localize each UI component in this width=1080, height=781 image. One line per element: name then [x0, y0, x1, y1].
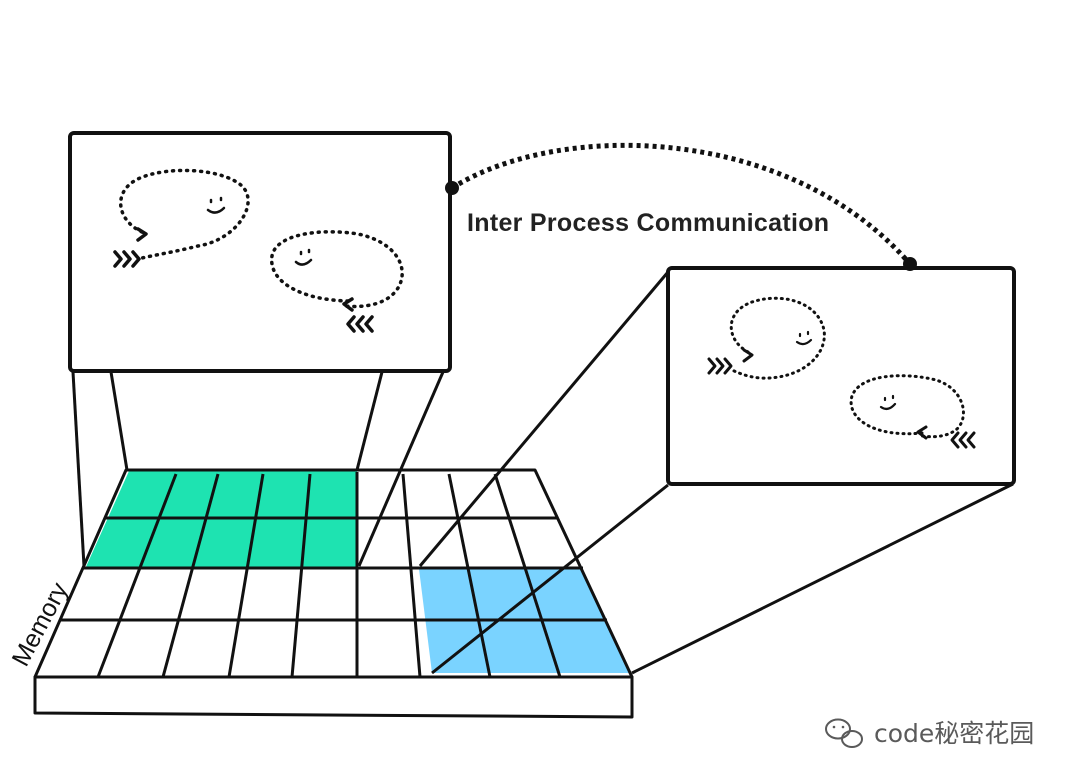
process-two-window [666, 266, 1016, 486]
chevrons-icon [346, 315, 374, 333]
ipc-connection-line [450, 142, 912, 266]
memory-grid [33, 468, 634, 719]
arrow-head-icon [136, 227, 148, 242]
process-two-threads [707, 296, 976, 449]
ipc-endpoint-dot [445, 181, 459, 195]
ipc-endpoint-dot [903, 257, 917, 271]
arrow-head-icon [742, 348, 754, 363]
process-one-threads [113, 168, 404, 333]
chevrons-icon [113, 250, 141, 268]
smiley-icon [795, 330, 813, 346]
wechat-icon [825, 718, 863, 748]
chevrons-icon [707, 357, 733, 375]
watermark: code秘密花园 [825, 718, 1034, 748]
thread-loop [119, 168, 250, 260]
smiley-icon [294, 248, 313, 266]
thread-loop [728, 296, 826, 380]
process-one-memory-region [85, 471, 357, 569]
process-one-window [68, 131, 452, 373]
thread-loop [270, 230, 404, 309]
chevrons-icon [950, 431, 976, 449]
arrow-head-icon [342, 297, 354, 312]
smiley-icon [879, 394, 897, 411]
memory-label: Memory [7, 578, 74, 671]
smiley-icon [206, 196, 226, 214]
arrow-head-icon [916, 425, 928, 440]
projection-lines [71, 271, 1014, 675]
watermark-text: code秘密花园 [874, 719, 1034, 748]
ipc-label: Inter Process Communication [467, 209, 829, 237]
thread-loop [849, 374, 965, 439]
